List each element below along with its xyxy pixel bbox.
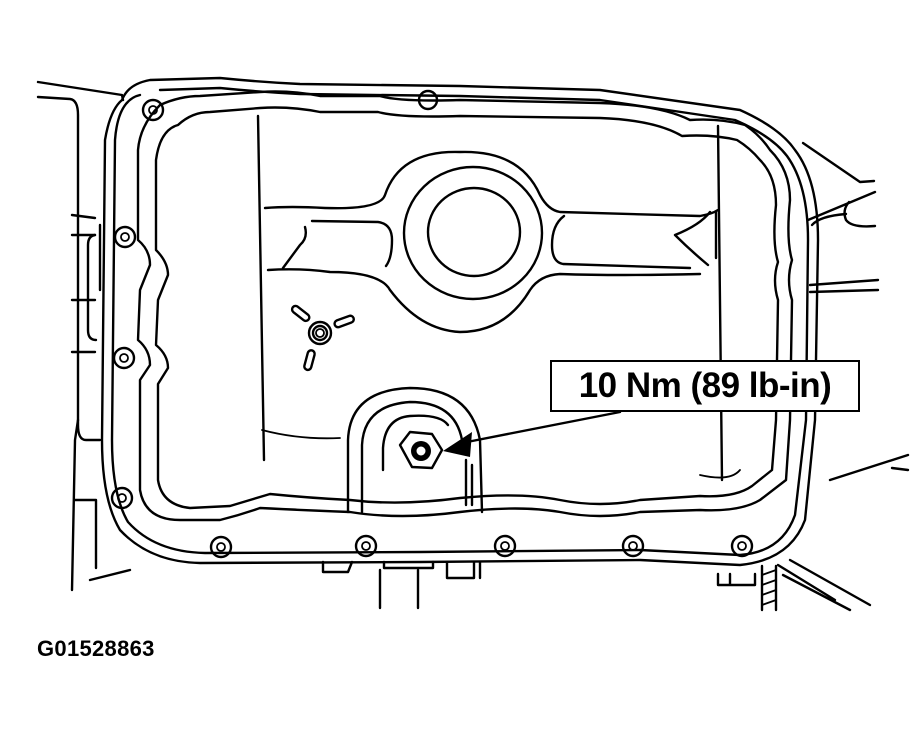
bolt-icon bbox=[493, 534, 517, 558]
left-housing bbox=[36, 80, 132, 592]
breather-fitting-icon bbox=[290, 304, 355, 372]
pan-body bbox=[256, 114, 741, 514]
right-housing bbox=[716, 141, 910, 612]
pan-flange bbox=[100, 76, 820, 567]
bolt-icon bbox=[113, 225, 137, 249]
bolt-icon bbox=[730, 534, 754, 558]
bolt-icon bbox=[417, 89, 439, 111]
callout-arrow bbox=[443, 410, 622, 457]
gasket-rail bbox=[136, 90, 794, 522]
flange-bolts bbox=[110, 89, 754, 559]
drain-plug-icon bbox=[398, 430, 444, 470]
bolt-icon bbox=[141, 98, 165, 122]
figure-code: G01528863 bbox=[37, 636, 155, 661]
torque-spec-label: 10 Nm (89 lb-in) bbox=[578, 366, 832, 405]
torque-spec-callout: 10 Nm (89 lb-in) bbox=[550, 360, 860, 412]
bolt-icon bbox=[354, 534, 378, 558]
bolt-icon bbox=[110, 486, 134, 510]
bolt-icon bbox=[621, 534, 645, 558]
bolt-icon bbox=[112, 346, 136, 370]
bottom-fittings bbox=[321, 560, 482, 610]
bolt-icon bbox=[209, 535, 233, 559]
